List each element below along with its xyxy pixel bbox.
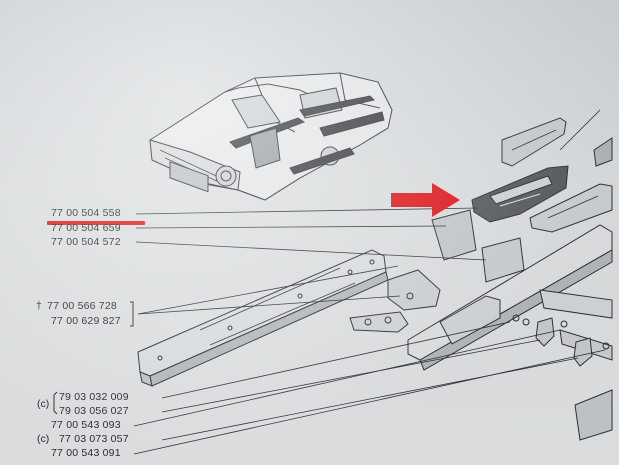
highlight-underline: [47, 221, 145, 225]
chassis-frame-part: [407, 209, 613, 441]
part-number-label: † 77 00 566 728: [36, 300, 117, 312]
part-number: 79 03 056 027: [59, 405, 129, 417]
bracket-parts: [349, 269, 610, 367]
leader-lines: [133, 109, 606, 455]
part-number: 79 03 032 009: [59, 391, 129, 403]
part-number: 77 00 629 827: [51, 315, 121, 327]
part-number: 77 00 566 728: [47, 300, 117, 312]
part-prefix: (c): [37, 398, 50, 410]
part-number-label: 77 03 073 057: [59, 433, 129, 445]
part-number-label: 77 00 504 659: [51, 222, 121, 234]
red-arrow-icon: [391, 183, 460, 217]
part-number: 77 03 073 057: [59, 433, 129, 445]
part-number-label: 77 00 543 091: [51, 447, 121, 459]
sill-rail-part: [137, 249, 389, 387]
part-number-label: 77 00 629 827: [51, 315, 121, 327]
floor-panel-part: [471, 165, 569, 223]
part-number: 77 00 543 091: [51, 447, 121, 459]
part-number: 77 00 543 093: [51, 419, 121, 431]
part-number-label: 77 00 504 572: [51, 236, 121, 248]
car-body-illustration: [149, 72, 393, 201]
part-number: 77 00 504 659: [51, 222, 121, 234]
part-number-label: 79 03 056 027: [59, 405, 129, 417]
group-bracket: [130, 301, 134, 327]
part-number: 77 00 504 558: [51, 207, 121, 219]
part-number-label: 79 03 032 009: [59, 391, 129, 403]
group-bracket-c: [53, 391, 58, 415]
part-prefix: †: [36, 300, 43, 312]
part-number-label: 77 00 543 093: [51, 419, 121, 431]
part-number-label: 77 00 504 558: [51, 207, 121, 219]
upper-right-panels: [501, 117, 613, 233]
part-number: 77 00 504 572: [51, 236, 121, 248]
part-prefix: (c): [37, 433, 50, 445]
